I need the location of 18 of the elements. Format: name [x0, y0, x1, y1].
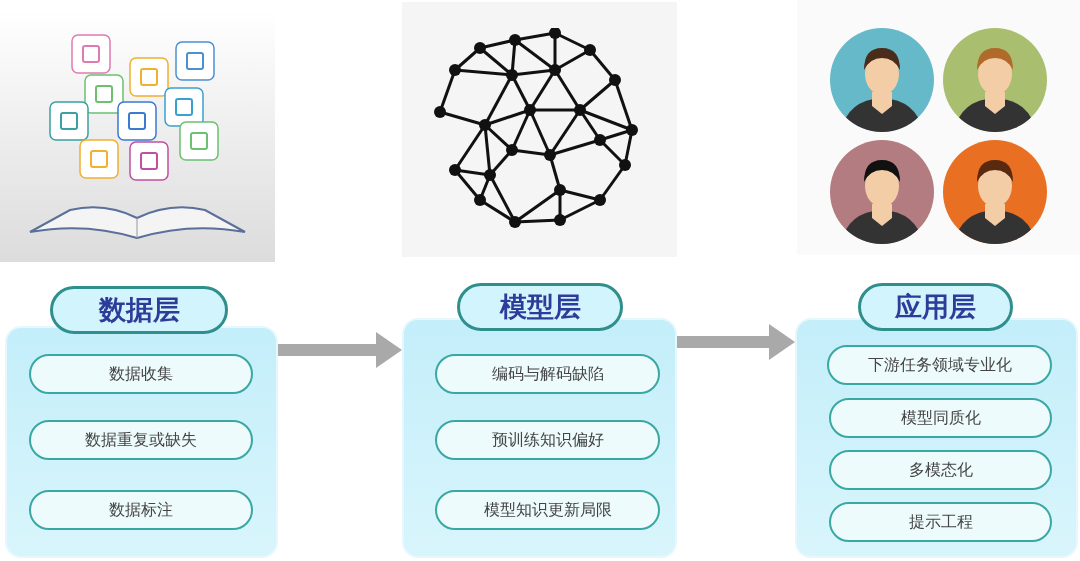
arrow [677, 324, 795, 360]
item-pill: 编码与解码缺陷 [435, 354, 660, 394]
item-pill: 预训练知识偏好 [435, 420, 660, 460]
item-pill: 模型知识更新局限 [435, 490, 660, 530]
panel [795, 318, 1078, 558]
panel [5, 326, 278, 558]
arrow [278, 332, 402, 368]
layer-heading: 数据层 [50, 286, 228, 334]
item-pill: 模型同质化 [829, 398, 1052, 438]
item-pill: 提示工程 [829, 502, 1052, 542]
item-pill: 数据收集 [29, 354, 253, 394]
panel [402, 318, 677, 558]
layer-heading: 模型层 [457, 283, 623, 331]
item-pill: 多模态化 [829, 450, 1052, 490]
item-pill: 数据标注 [29, 490, 253, 530]
item-pill: 下游任务领域专业化 [827, 345, 1052, 385]
item-pill: 数据重复或缺失 [29, 420, 253, 460]
layer-heading: 应用层 [858, 283, 1013, 331]
